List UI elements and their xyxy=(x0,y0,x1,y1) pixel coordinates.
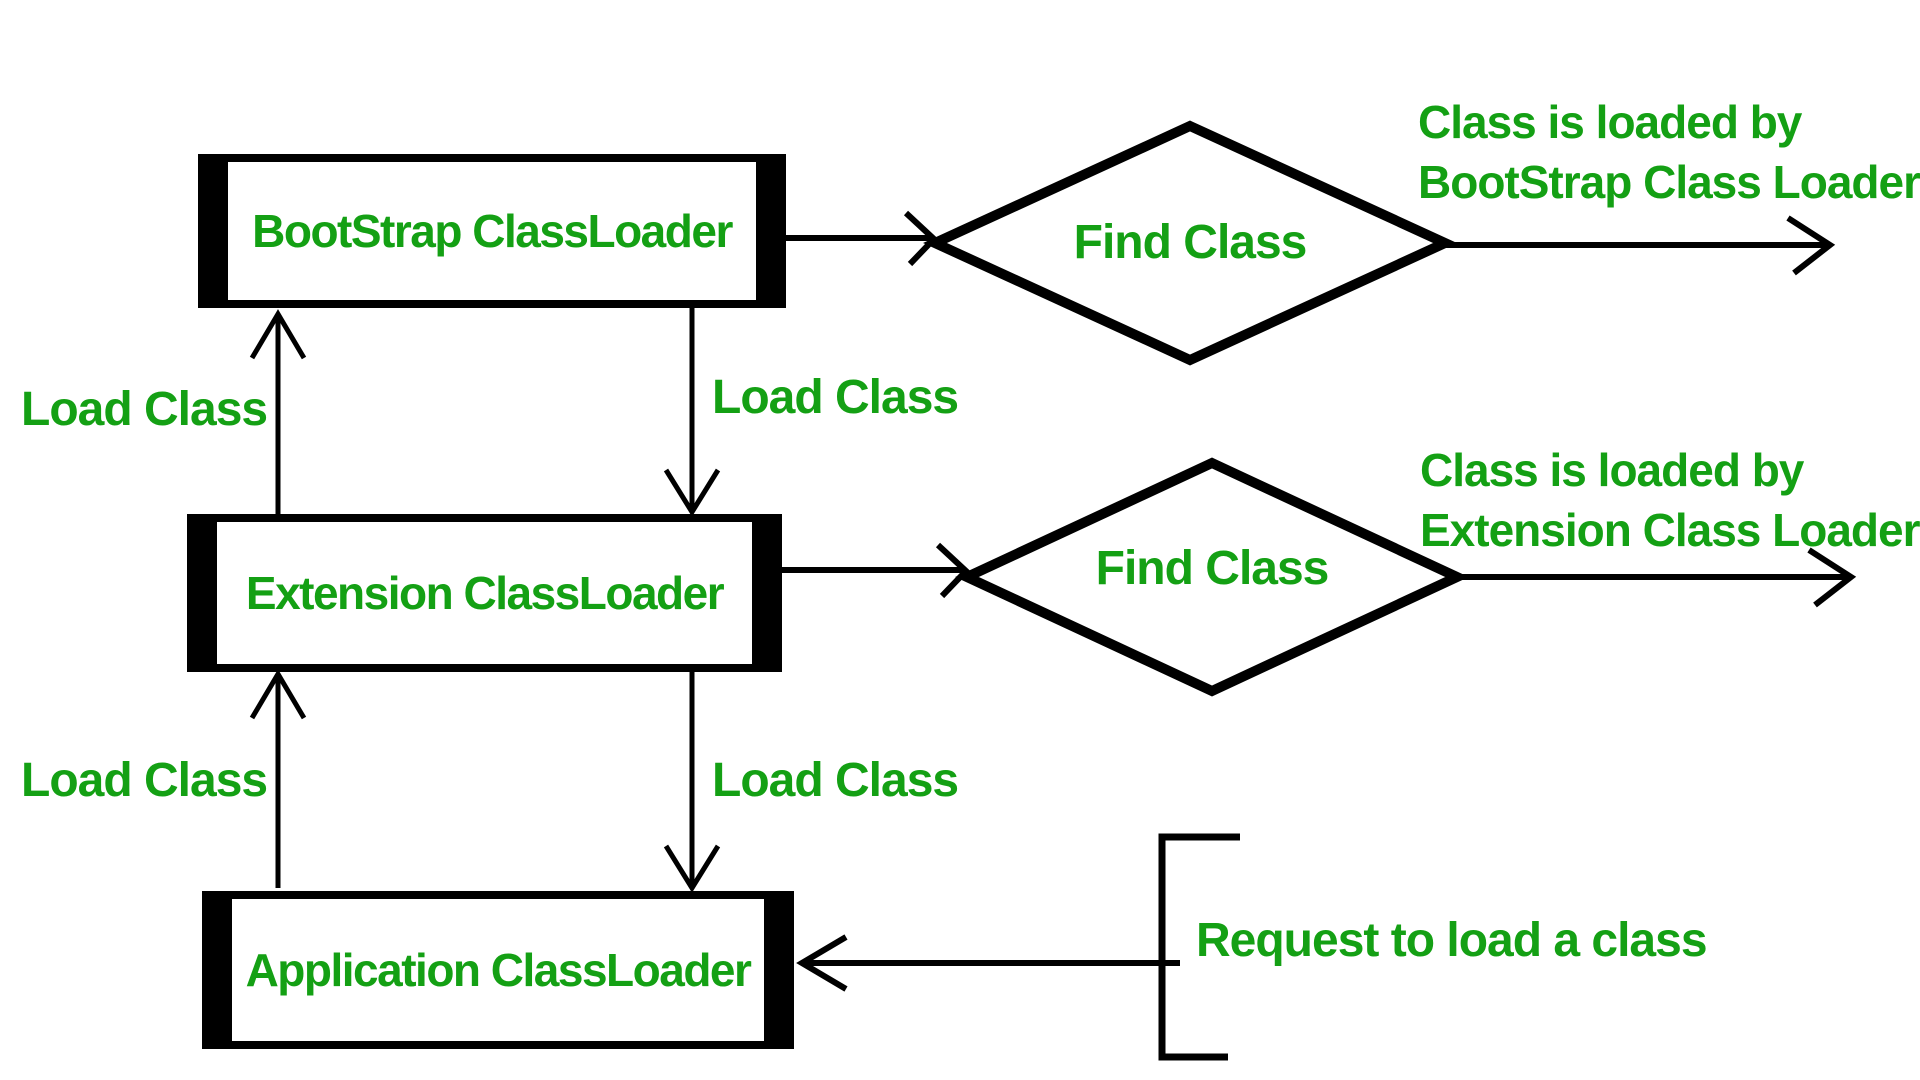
load-class-label-upper-left: Load Class xyxy=(21,383,268,436)
loaded-by-extension-line1: Class is loaded by xyxy=(1420,444,1804,496)
arrowhead-up-icon xyxy=(249,309,307,360)
loaded-by-extension-text: Class is loaded by Extension Class Loade… xyxy=(1420,440,1920,560)
find-class-label-1: Find Class xyxy=(1073,215,1308,269)
arrowhead-up-icon xyxy=(249,669,307,720)
load-class-label-lower-left: Load Class xyxy=(21,754,268,807)
arrow-findclass1-out xyxy=(1445,215,1836,276)
load-class-label-lower-middle: Load Class xyxy=(712,754,959,807)
bracket xyxy=(1158,833,1240,1061)
find-class-label-2: Find Class xyxy=(1095,541,1330,595)
load-class-label-upper-middle: Load Class xyxy=(712,371,959,424)
bootstrap-classloader-box xyxy=(198,154,786,308)
arrowhead-right-icon xyxy=(935,542,971,599)
arrowhead-right-icon xyxy=(903,210,939,267)
arrow-request-to-application xyxy=(796,934,1180,992)
bootstrap-classloader-label: BootStrap ClassLoader xyxy=(252,204,733,257)
arrow-extension-to-bootstrap-up xyxy=(249,309,307,516)
arrowhead-right-icon xyxy=(1786,215,1836,276)
arrow-bootstrap-to-findclass xyxy=(786,210,939,267)
request-to-load-text: Request to load a class xyxy=(1196,914,1708,967)
arrowhead-right-icon xyxy=(1807,547,1857,608)
extension-classloader-box xyxy=(187,514,782,672)
find-class-diamond-2 xyxy=(955,457,1469,697)
arrow-findclass2-out xyxy=(1457,547,1857,608)
arrowhead-down-icon xyxy=(663,468,721,517)
arrowhead-left-icon xyxy=(796,934,848,992)
loaded-by-extension-line2: Extension Class Loader xyxy=(1420,504,1920,556)
arrow-bootstrap-to-extension-down xyxy=(663,308,721,517)
find-class-diamond-1 xyxy=(923,120,1457,366)
arrow-extension-to-application-down xyxy=(663,672,721,893)
arrow-extension-to-findclass xyxy=(782,542,971,599)
arrow-application-to-extension-up xyxy=(249,669,307,888)
application-classloader-box xyxy=(202,891,794,1049)
loaded-by-bootstrap-line1: Class is loaded by xyxy=(1418,96,1802,148)
application-classloader-label: Application ClassLoader xyxy=(245,943,752,996)
arrowhead-down-icon xyxy=(663,844,721,893)
extension-classloader-label: Extension ClassLoader xyxy=(245,566,725,619)
loaded-by-bootstrap-line2: BootStrap Class Loader xyxy=(1418,156,1920,208)
loaded-by-bootstrap-text: Class is loaded by BootStrap Class Loade… xyxy=(1418,92,1920,212)
